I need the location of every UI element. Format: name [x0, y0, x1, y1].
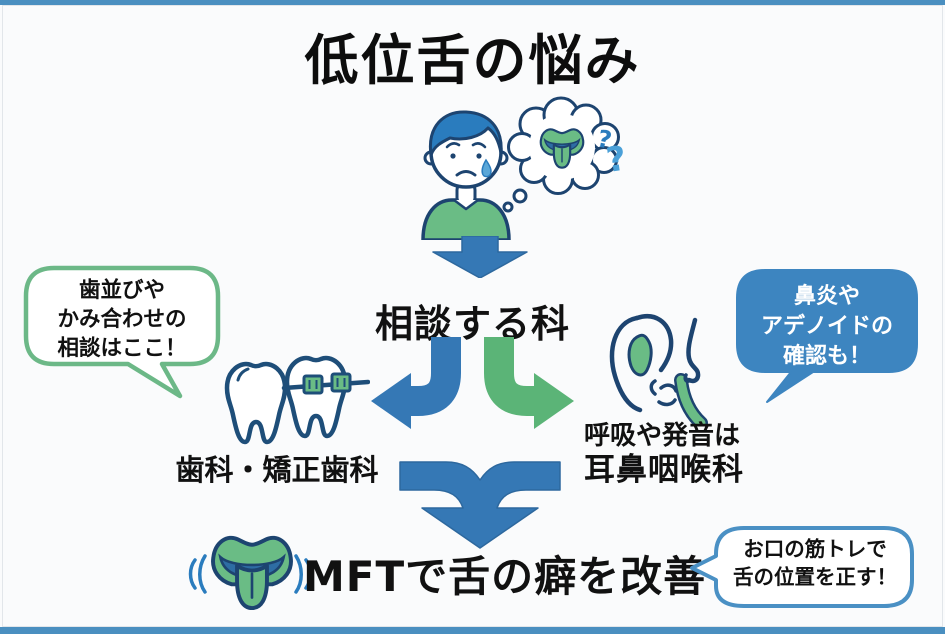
ent-bubble-line: 鼻炎や	[793, 284, 860, 309]
ent-department-label: 呼吸や発音は 耳鼻咽喉科	[584, 421, 744, 489]
teeth-braces-icon	[220, 346, 370, 450]
tongue-icon	[211, 535, 293, 611]
dental-bubble-line: 相談はここ！	[57, 336, 187, 361]
ear-inner	[627, 333, 653, 377]
page-title: 低位舌の悩み	[304, 29, 641, 92]
mft-label: MFTで舌の癖を改善	[303, 552, 707, 601]
thought-bubble-icon: ? ?	[502, 96, 629, 213]
mft-speech-bubble	[690, 526, 914, 608]
ent-bubble-text: 鼻炎や アデノイドの 確認も！	[737, 282, 917, 372]
consult-department-label: 相談する科	[374, 302, 570, 346]
motion-lines	[188, 554, 313, 594]
question-mark-large: ?	[604, 139, 629, 181]
bottom-border-bar	[0, 627, 945, 634]
tongue-motion-icon	[188, 535, 313, 611]
split-arrows-icon	[371, 337, 574, 429]
mft-bubble-line: お口の筋トレで	[743, 537, 887, 561]
question-mark-small: ?	[595, 124, 614, 154]
dental-department-label: 歯科・矯正歯科	[175, 453, 379, 487]
mft-bubble-text: お口の筋トレで 舌の位置を正す！	[716, 535, 914, 591]
dental-speech-bubble	[23, 265, 221, 399]
split-right-arrow-icon	[484, 337, 574, 429]
ear-nose-icon	[609, 314, 708, 426]
ent-speech-bubble	[736, 269, 918, 403]
tooth-shine	[236, 367, 250, 382]
split-left-arrow-icon	[371, 337, 461, 429]
ent-label-line1: 呼吸や発音は	[584, 421, 741, 451]
merge-down-arrow-icon	[399, 461, 561, 549]
dental-bubble-line: 歯並びや	[78, 278, 165, 303]
top-border-bar	[0, 0, 945, 5]
ent-label-line2: 耳鼻咽喉科	[584, 452, 744, 489]
braces-wire	[281, 379, 370, 391]
worried-boy-icon	[421, 110, 511, 240]
ent-bubble-line: 確認も！	[782, 344, 871, 369]
ent-bubble-line: アデノイドの	[760, 314, 893, 339]
dental-bubble-text: 歯並びや かみ合わせの 相談はここ！	[26, 276, 218, 363]
down-arrow-icon	[432, 236, 528, 278]
mft-bubble-line: 舌の位置を正す！	[733, 565, 897, 589]
dental-bubble-line: かみ合わせの	[57, 307, 187, 332]
throat-band	[676, 375, 706, 426]
